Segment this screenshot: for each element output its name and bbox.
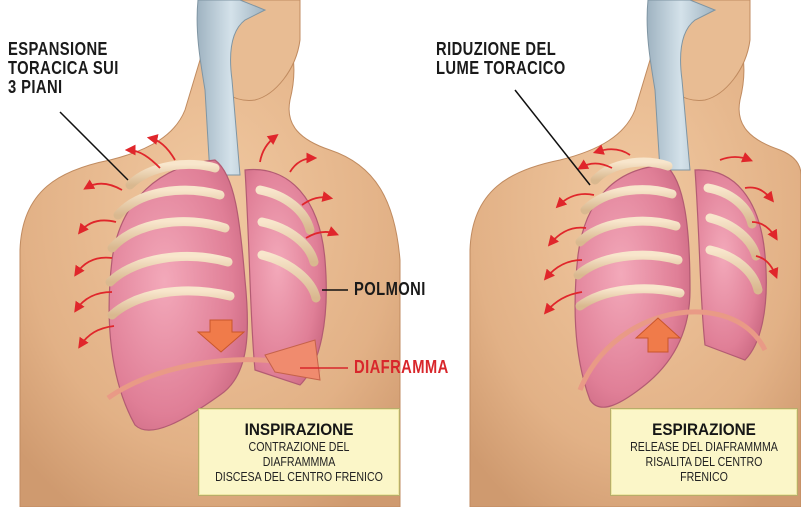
expiration-line2: RISALITA DEL CENTRO FRENICO [625,455,783,485]
expiration-line1: RELEASE DEL DIAFRAMMMA [625,440,783,455]
inspiration-line2: DISCESA DEL CENTRO FRENICO [214,470,384,485]
expiration-title: ESPIRAZIONE [620,420,787,440]
expiration-box: ESPIRAZIONE RELEASE DEL DIAFRAMMMA RISAL… [610,408,798,496]
callout-expansion-line1: ESPANSIONE [8,40,119,59]
inspiration-title: INSPIRAZIONE [209,420,389,440]
callout-expansion-line3: 3 PIANI [8,78,119,97]
inspiration-box: INSPIRAZIONE CONTRAZIONE DEL DIAFRAMMMA … [198,408,400,496]
callout-reduction-line2: LUME TORACICO [436,59,566,78]
label-lungs: POLMONI [354,280,426,299]
inspiration-line1: CONTRAZIONE DEL DIAFRAMMMA [214,440,384,470]
callout-expansion-line2: TORACICA SUI [8,59,119,78]
callout-expansion: ESPANSIONE TORACICA SUI 3 PIANI [8,40,119,97]
callout-reduction-line1: RIDUZIONE DEL [436,40,566,59]
callout-reduction: RIDUZIONE DEL LUME TORACICO [436,40,566,78]
label-diaphragm: DIAFRAMMA [354,358,449,377]
